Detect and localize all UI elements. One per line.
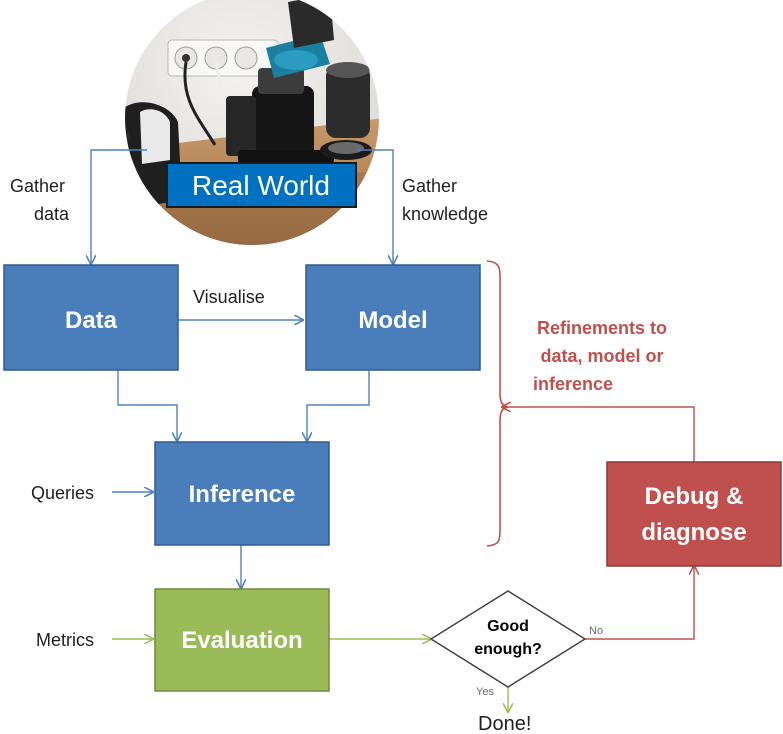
- label-yes: Yes: [476, 686, 494, 698]
- label-gather-knowledge-1: Gather: [402, 176, 457, 196]
- refinements-note: Refinements to data, model or inference: [533, 318, 667, 394]
- arrow-model-to-inference: [307, 370, 370, 441]
- arrow-gather-data: [91, 149, 147, 264]
- label-visualise: Visualise: [193, 287, 265, 307]
- decision-label-line1: Good: [487, 618, 529, 635]
- node-inference-label: Inference: [189, 481, 296, 508]
- label-gather-data-1: Gather: [10, 176, 65, 196]
- arrow-debug-to-refinements: [502, 407, 695, 462]
- node-data-label: Data: [65, 307, 118, 334]
- label-metrics: Metrics: [36, 630, 94, 650]
- node-inference: Inference: [154, 441, 330, 546]
- arrow-data-to-inference: [117, 370, 177, 441]
- label-done: Done!: [478, 713, 531, 734]
- node-evaluation: Evaluation: [154, 588, 330, 692]
- refinements-line2: data, model or: [540, 346, 663, 366]
- node-data: Data: [3, 264, 179, 371]
- edge-labels: Gather data Gather knowledge Visualise Q…: [10, 176, 603, 734]
- real-world-photo: Real World: [123, 0, 381, 247]
- real-world-caption-box: [166, 162, 357, 208]
- label-queries: Queries: [31, 483, 94, 503]
- node-debug-label-line2: diagnose: [641, 519, 746, 546]
- arrow-gather-knowledge: [357, 149, 393, 264]
- decision-label-line2: enough?: [474, 641, 542, 658]
- node-model: Model: [305, 264, 481, 371]
- node-evaluation-label: Evaluation: [181, 627, 302, 654]
- label-gather-knowledge-2: knowledge: [402, 204, 488, 224]
- arrow-no-to-debug: [585, 566, 694, 640]
- refinement-brace: [486, 260, 509, 547]
- node-model-label: Model: [358, 307, 427, 334]
- refinements-line3: inference: [533, 374, 613, 394]
- label-no: No: [589, 625, 603, 637]
- connectors: [91, 149, 695, 712]
- node-debug-label-line1: Debug &: [645, 483, 744, 510]
- label-gather-data-2: data: [34, 204, 70, 224]
- node-debug: Debug & diagnose: [606, 461, 782, 567]
- decision-good-enough: Good enough?: [429, 590, 587, 688]
- refinements-line1: Refinements to: [537, 318, 667, 338]
- real-world-caption: Real World: [192, 170, 330, 201]
